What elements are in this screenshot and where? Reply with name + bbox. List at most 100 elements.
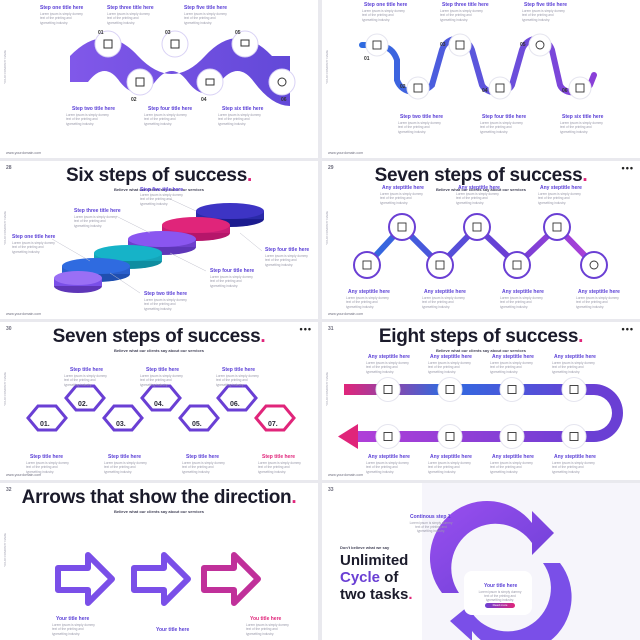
hex-number-4: 04. bbox=[154, 401, 164, 408]
slide-title: Arrows that show the direction. bbox=[21, 487, 297, 508]
step-desc-4: Lorem ipsum is simply dummy text of the … bbox=[140, 374, 183, 387]
side-text: YOUR COMPANY NAME bbox=[325, 372, 329, 406]
step-desc-6: Lorem ipsum is simply dummy text of the … bbox=[560, 121, 603, 134]
more-options-icon[interactable]: ••• bbox=[621, 324, 634, 334]
step-desc-7: Lorem ipsum is simply dummy text of the … bbox=[258, 461, 301, 474]
svg-text:06: 06 bbox=[562, 88, 568, 94]
slide-number: 30 bbox=[6, 326, 12, 332]
slide-seven-steps-hexagons[interactable]: 30 Seven steps of success. Believe what … bbox=[0, 322, 318, 480]
step-desc-2: Lorem ipsum is simply dummy text of the … bbox=[398, 121, 441, 134]
step-circle-4 bbox=[463, 213, 491, 241]
step-label-three: Step three title here bbox=[74, 208, 121, 214]
step-desc-1: Lorem ipsum is simply dummy text of the … bbox=[26, 461, 69, 474]
step-circle-8 bbox=[375, 424, 401, 449]
arrow-3 bbox=[201, 552, 261, 606]
step-desc-2: Lorem ipsum is simply dummy text of the … bbox=[428, 361, 471, 374]
more-options-icon[interactable]: ••• bbox=[299, 324, 312, 334]
slide-unlimited-cycle[interactable]: 33 Continous step 1 Lorem ipsum is simpl… bbox=[322, 483, 640, 640]
step-circle-3 bbox=[426, 251, 454, 279]
step-number-02: 02 bbox=[131, 97, 137, 103]
slide-eight-steps-arrow[interactable]: 31 Eight steps of success. Believe what … bbox=[322, 322, 640, 480]
step-desc-6: Lorem ipsum is simply dummy text of the … bbox=[216, 374, 259, 387]
step-desc-5: Lorem ipsum is simply dummy text of the … bbox=[522, 9, 565, 22]
slide-subtitle: Believe what our clients say about our s… bbox=[113, 187, 205, 192]
step-desc-one: Lorem ipsum is simply dummy text of the … bbox=[12, 241, 55, 254]
step-label-6: Step six title here bbox=[222, 106, 264, 112]
footer-url: www.yourdomain.com bbox=[328, 312, 364, 316]
step-desc-7: Lorem ipsum is simply dummy text of the … bbox=[576, 296, 619, 309]
slide-six-steps-wave-a[interactable]: 01 03 05 02 04 06 Step one title here Lo… bbox=[0, 0, 318, 158]
step-desc-4: Lorem ipsum is simply dummy text of the … bbox=[552, 361, 595, 374]
step-number-06: 06 bbox=[281, 97, 287, 103]
more-options-icon[interactable]: ••• bbox=[621, 163, 634, 173]
side-text: YOUR COMPANY NAME bbox=[325, 211, 329, 245]
continous-step-desc: Lorem ipsum is simply dummy text of the … bbox=[409, 521, 453, 534]
side-text: YOUR COMPANY NAME bbox=[3, 372, 7, 406]
step-number-04: 04 bbox=[201, 97, 207, 103]
step-label-2: Step two title here bbox=[400, 114, 444, 120]
step-label-4: Step title here bbox=[146, 367, 180, 373]
arrow-label-3: You title here bbox=[250, 616, 282, 622]
step-circle-5 bbox=[528, 33, 552, 57]
step-desc-2: Lorem ipsum is simply dummy text of the … bbox=[380, 192, 423, 205]
step-desc-3: Lorem ipsum is simply dummy text of the … bbox=[107, 12, 150, 25]
step-label-3: Step three title here bbox=[107, 5, 154, 11]
svg-text:01: 01 bbox=[364, 56, 370, 62]
step-desc-4: Lorem ipsum is simply dummy text of the … bbox=[144, 113, 187, 126]
step-circle-7 bbox=[437, 424, 463, 449]
arrows-graphic bbox=[55, 552, 261, 606]
continous-step-label: Continous step 1 bbox=[410, 514, 451, 520]
arrow-desc-1: Lorem ipsum is simply dummy text of the … bbox=[52, 623, 95, 636]
step-circle-2 bbox=[388, 213, 416, 241]
hex-number-6: 06. bbox=[230, 401, 240, 408]
slide-seven-steps-zigzag[interactable]: 29 Seven steps of success. Believe what … bbox=[322, 161, 640, 319]
hex-number-3: 03. bbox=[116, 421, 126, 428]
step-label-3: Step three title here bbox=[442, 2, 489, 8]
step-label-one: Step one title here bbox=[12, 234, 56, 240]
step-circle-7 bbox=[580, 251, 608, 279]
slide-subtitle: Believe what our clients say about our s… bbox=[435, 187, 527, 192]
slide-number: 31 bbox=[328, 326, 334, 332]
card-title: Your title here bbox=[484, 583, 518, 589]
step-label-5: Any steptitle here bbox=[554, 454, 596, 460]
read-more-button[interactable]: Read more bbox=[485, 603, 515, 608]
step-label-2: Any steptitle here bbox=[430, 354, 472, 360]
step-desc-6: Lorem ipsum is simply dummy text of the … bbox=[218, 113, 261, 126]
step-label-6: Step six title here bbox=[562, 114, 604, 120]
step-desc-5: Lorem ipsum is simply dummy text of the … bbox=[500, 296, 543, 309]
step-desc-2: Lorem ipsum is simply dummy text of the … bbox=[66, 113, 109, 126]
step-label-5: Step title here bbox=[186, 454, 220, 460]
step-desc-8: Lorem ipsum is simply dummy text of the … bbox=[366, 461, 409, 474]
step-label-3: Any steptitle here bbox=[492, 354, 534, 360]
step-desc-1: Lorem ipsum is simply dummy text of the … bbox=[40, 12, 83, 25]
hexagon-1 bbox=[26, 404, 68, 432]
step-desc-5: Lorem ipsum is simply dummy text of the … bbox=[182, 461, 225, 474]
step-desc-4: Lorem ipsum is simply dummy text of the … bbox=[480, 121, 523, 134]
step-desc-five: Lorem ipsum is simply dummy text of the … bbox=[140, 193, 183, 206]
hex-number-7: 07. bbox=[268, 421, 278, 428]
step-label-4: Step four title here bbox=[148, 106, 193, 112]
hexagon-steps-graphic bbox=[26, 384, 296, 432]
step-circle-5 bbox=[503, 251, 531, 279]
footer-url: www.yourdomain.com bbox=[328, 151, 364, 155]
step-label-6: Any steptitle here bbox=[540, 185, 582, 191]
slide-six-steps-discs[interactable]: 28 Six steps of success. Believe what ou… bbox=[0, 161, 318, 319]
step-label-4: Step four title here bbox=[482, 114, 527, 120]
step-label-four-right: Step four title here bbox=[265, 247, 310, 253]
slide-arrows-direction[interactable]: 32 Arrows that show the direction. Belie… bbox=[0, 483, 318, 640]
step-label-6: Step title here bbox=[222, 367, 256, 373]
footer-url: www.yourdomain.com bbox=[328, 473, 364, 477]
hex-number-1: 01. bbox=[40, 421, 50, 428]
step-circle-1 bbox=[353, 251, 381, 279]
step-label-four: Step four title here bbox=[210, 268, 255, 274]
step-desc-1: Lorem ipsum is simply dummy text of the … bbox=[346, 296, 389, 309]
step-label-5: Any steptitle here bbox=[502, 289, 544, 295]
step-label-1: Step one title here bbox=[40, 5, 84, 11]
step-desc-4: Lorem ipsum is simply dummy text of the … bbox=[456, 192, 499, 205]
svg-text:03: 03 bbox=[440, 42, 446, 48]
step-circle-5 bbox=[561, 424, 587, 449]
step-circle-3 bbox=[499, 377, 525, 402]
